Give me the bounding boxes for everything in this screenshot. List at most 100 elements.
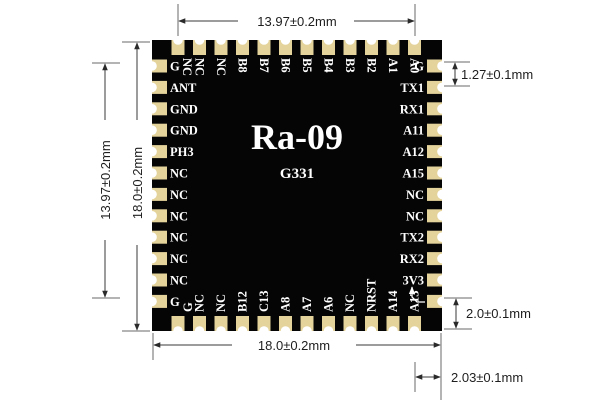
dimension-height-label: 18.0±0.2mm bbox=[130, 147, 145, 219]
pin-label-top-3: NC bbox=[214, 58, 228, 76]
pin-label-bottom-2: NC bbox=[193, 294, 207, 312]
pad-left-2 bbox=[147, 80, 167, 94]
pad-bottom-12 bbox=[408, 316, 421, 336]
pad-bottom-5 bbox=[257, 316, 271, 336]
pin-label-top-11: A1 bbox=[386, 58, 400, 73]
chip-code: G331 bbox=[280, 166, 314, 182]
pin-label-top-2: NC bbox=[193, 58, 207, 76]
pin-label-right-3: RX1 bbox=[400, 102, 424, 116]
pin-label-left-2: ANT bbox=[170, 81, 197, 95]
dimension-width-label: 18.0±0.2mm bbox=[258, 338, 330, 353]
dimension-width: 18.0±0.2mm bbox=[152, 333, 442, 400]
dimension-top-label: 13.97±0.2mm bbox=[257, 14, 336, 29]
pin-label-right-2: TX1 bbox=[400, 81, 424, 95]
pin-label-right-9: TX2 bbox=[400, 231, 424, 245]
pad-left-1 bbox=[147, 59, 167, 73]
pin-label-top-6: B6 bbox=[279, 58, 293, 73]
pad-left-4 bbox=[147, 123, 167, 137]
dimension-pitch-label: 1.27±0.1mm bbox=[461, 67, 533, 82]
pin-label-top-8: B4 bbox=[322, 58, 336, 73]
module-name: Ra-09 bbox=[251, 117, 343, 157]
pin-label-left-6: NC bbox=[170, 167, 188, 181]
pin-label-top-12: A0 bbox=[408, 58, 422, 73]
pin-label-bottom-8: A6 bbox=[322, 297, 336, 312]
pad-top-8 bbox=[322, 35, 335, 55]
dimension-left-pin-span: 13.97±0.2mm bbox=[92, 62, 120, 299]
pin-label-bottom-7: A7 bbox=[300, 297, 314, 312]
dimension-top-pin-span: 13.97±0.2mm bbox=[177, 4, 416, 36]
pin-label-bottom-9: NC bbox=[343, 294, 357, 312]
pad-top-2 bbox=[193, 35, 206, 55]
module-board bbox=[152, 40, 442, 331]
pad-left-12 bbox=[147, 294, 167, 308]
pin-label-top-9: B3 bbox=[343, 58, 357, 73]
pad-group bbox=[147, 35, 447, 336]
pad-right-2 bbox=[427, 80, 447, 94]
pin-label-left-9: NC bbox=[170, 231, 188, 245]
pad-right-9 bbox=[427, 230, 447, 244]
pad-bottom-11 bbox=[386, 316, 400, 336]
pad-left-9 bbox=[147, 230, 167, 244]
pin-label-right-8: NC bbox=[406, 209, 424, 223]
pad-right-3 bbox=[427, 102, 447, 116]
pin-label-bottom-3: NC bbox=[214, 294, 228, 312]
pin-label-top-1: NC bbox=[180, 58, 194, 76]
pad-bottom-8 bbox=[322, 316, 335, 336]
pin-label-left-4: GND bbox=[170, 124, 198, 138]
pad-bottom-9 bbox=[343, 316, 357, 336]
pin-label-right-7: NC bbox=[406, 188, 424, 202]
pad-right-6 bbox=[427, 166, 447, 180]
pad-top-7 bbox=[300, 35, 314, 55]
pin-label-left-12: G bbox=[170, 295, 180, 309]
pad-right-5 bbox=[427, 145, 447, 159]
pad-right-8 bbox=[427, 209, 447, 223]
pin-label-left-8: NC bbox=[170, 209, 188, 223]
pad-bottom-4 bbox=[236, 316, 249, 336]
pin-label-top-7: B5 bbox=[300, 58, 314, 73]
pad-left-7 bbox=[147, 187, 167, 201]
dimension-edge-offset-label: 2.03±0.1mm bbox=[451, 370, 523, 385]
pin-label-group: GANTGNDGNDPH3NCNCNCNCNCNCGGTX1RX1A11A12A… bbox=[170, 58, 424, 312]
pad-top-6 bbox=[279, 35, 292, 55]
pin-label-bottom-5: C13 bbox=[257, 290, 271, 312]
pad-bottom-1 bbox=[171, 316, 185, 336]
pad-left-5 bbox=[147, 145, 167, 159]
pad-top-4 bbox=[236, 35, 249, 55]
pad-bottom-3 bbox=[214, 316, 228, 336]
dimension-pad-length: 2.0±0.1mm bbox=[444, 297, 531, 330]
pad-right-11 bbox=[427, 273, 447, 287]
pad-top-12 bbox=[408, 35, 421, 55]
pin-label-bottom-11: A14 bbox=[386, 290, 400, 312]
pad-left-10 bbox=[147, 252, 167, 266]
pin-label-right-11: 3V3 bbox=[402, 274, 424, 288]
dimension-pitch: 1.27±0.1mm bbox=[444, 61, 533, 87]
pin-label-right-5: A12 bbox=[402, 145, 424, 159]
pin-label-left-1: G bbox=[170, 60, 180, 74]
dimension-pad-length-label: 2.0±0.1mm bbox=[466, 306, 531, 321]
pad-left-3 bbox=[147, 102, 167, 116]
pad-bottom-6 bbox=[279, 316, 292, 336]
dimension-edge-offset: 2.03±0.1mm bbox=[414, 362, 523, 392]
pin-label-right-10: RX2 bbox=[400, 252, 424, 266]
pin-label-bottom-1: G bbox=[181, 302, 195, 312]
pad-top-11 bbox=[386, 35, 400, 55]
pin-label-left-3: GND bbox=[170, 102, 198, 116]
pin-label-right-6: A15 bbox=[402, 167, 424, 181]
pin-label-top-10: B2 bbox=[365, 58, 379, 73]
pad-right-4 bbox=[427, 123, 447, 137]
pin-label-bottom-6: A8 bbox=[279, 297, 293, 312]
pin-label-bottom-12: A13 bbox=[408, 290, 422, 312]
pad-right-12 bbox=[427, 294, 447, 308]
pin-label-bottom-4: B12 bbox=[236, 291, 250, 312]
pad-top-5 bbox=[257, 35, 271, 55]
pin-pointer-arrow bbox=[408, 286, 425, 303]
pin-label-top-5: B7 bbox=[257, 58, 271, 73]
pin-label-right-4: A11 bbox=[403, 124, 424, 138]
pad-bottom-10 bbox=[365, 316, 378, 336]
pad-left-8 bbox=[147, 209, 167, 223]
pin-label-left-11: NC bbox=[170, 274, 188, 288]
pin-label-left-5: PH3 bbox=[170, 145, 194, 159]
pad-top-3 bbox=[214, 35, 228, 55]
pin-label-left-10: NC bbox=[170, 252, 188, 266]
pad-top-9 bbox=[343, 35, 357, 55]
